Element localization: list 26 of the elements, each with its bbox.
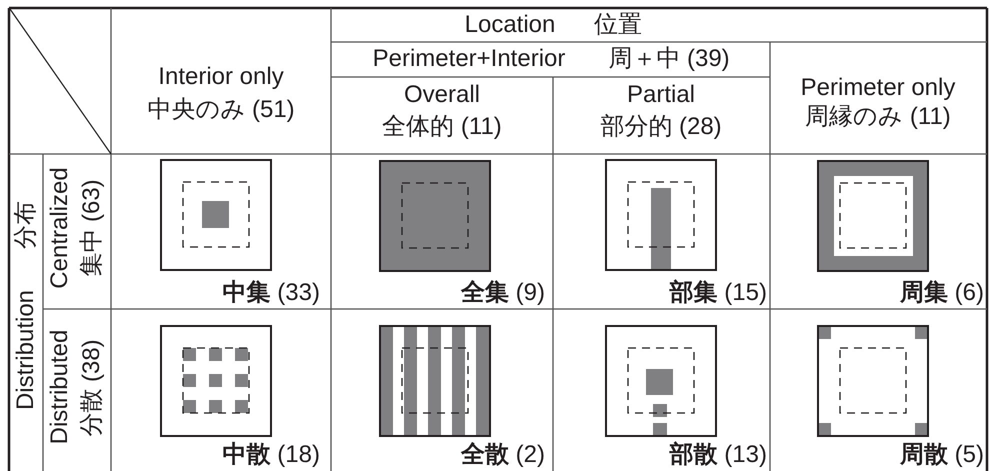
row-header: 集中 (63) — [78, 179, 106, 277]
cell-label: 部散 (13) — [670, 442, 767, 468]
row-header: 分布 — [12, 201, 40, 249]
cell-label: 部集 (15) — [670, 280, 767, 306]
row-header: 分散 (38) — [78, 339, 106, 437]
cell-label: 全散 (2) — [461, 442, 545, 468]
column-header: 周＋中 (39) — [608, 46, 730, 72]
column-header: 部分的 (28) — [600, 114, 722, 140]
cell-label: 中散 (18) — [222, 442, 320, 468]
column-header: Overall — [404, 82, 480, 108]
column-header: Perimeter only — [800, 74, 956, 102]
column-header: Partial — [626, 82, 696, 108]
column-header: 中央のみ (51) — [147, 96, 295, 124]
column-header: Interior only — [158, 64, 284, 90]
column-header: Perimeter+Interior — [372, 46, 566, 72]
cell-label: 周散 (5) — [900, 442, 984, 468]
row-header: Centralized — [46, 167, 74, 289]
cell-label: 全集 (9) — [461, 280, 545, 306]
row-header: Distribution — [12, 290, 40, 410]
row-header: Distributed — [46, 330, 74, 444]
column-header: 周縁のみ (11) — [805, 104, 951, 130]
cell-label: 中集 (33) — [222, 280, 320, 306]
column-header: Location — [464, 12, 556, 38]
column-header: 全体的 (11) — [382, 114, 502, 140]
cell-label: 周集 (6) — [900, 280, 984, 306]
column-header: 位置 — [594, 12, 642, 38]
